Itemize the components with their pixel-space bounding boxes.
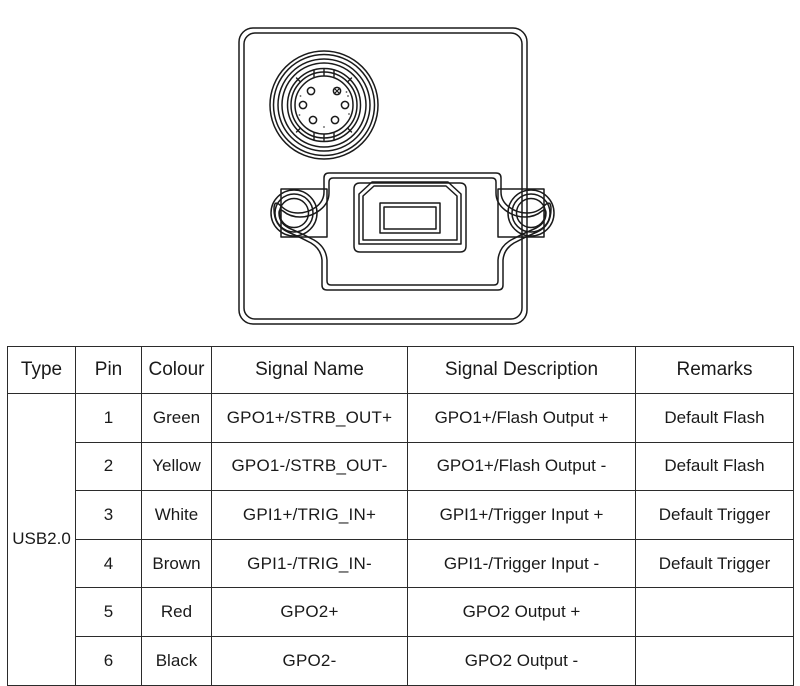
header-signal-name: Signal Name bbox=[211, 346, 408, 394]
table-header-row: Type Pin Colour Signal Name Signal Descr… bbox=[7, 346, 794, 394]
connector-pin-5 bbox=[298, 100, 308, 110]
table-row: USB2.0 1 Green GPO1+/STRB_OUT+ GPO1+/Fla… bbox=[7, 393, 794, 686]
circular-connector bbox=[269, 50, 379, 160]
table-row: 6 Black GPO2- GPO2 Output - bbox=[8, 635, 794, 686]
usb-bracket bbox=[270, 172, 555, 291]
cell-remarks: Default Flash bbox=[635, 393, 794, 443]
cell-signal-name: GPO1-/STRB_OUT- bbox=[211, 441, 408, 492]
cell-colour: Red bbox=[141, 587, 212, 637]
header-type: Type bbox=[7, 346, 76, 394]
cell-signal-description: GPI1+/Trigger Input + bbox=[407, 490, 636, 540]
cell-signal-description: GPO2 Output - bbox=[407, 635, 636, 686]
cell-colour: Green bbox=[141, 393, 212, 443]
cell-remarks bbox=[635, 587, 794, 637]
camera-body-outline bbox=[238, 27, 528, 325]
camera-rear-panel-diagram bbox=[0, 0, 800, 340]
table-row: 5 Red GPO2+ GPO2 Output + bbox=[8, 587, 794, 637]
connector-pins bbox=[298, 86, 350, 125]
connector-pin-6 bbox=[308, 115, 318, 125]
cell-remarks: Default Flash bbox=[635, 441, 794, 492]
cell-signal-description: GPO1+/Flash Output + bbox=[407, 393, 636, 443]
cell-colour: Yellow bbox=[141, 441, 212, 492]
usb-type-b-port bbox=[353, 181, 467, 253]
cell-signal-name: GPO2- bbox=[211, 635, 408, 686]
table-row: 2 Yellow GPO1-/STRB_OUT- GPO1+/Flash Out… bbox=[8, 441, 794, 492]
pinout-table-container: Type Pin Colour Signal Name Signal Descr… bbox=[7, 346, 794, 686]
cell-signal-description: GPI1-/Trigger Input - bbox=[407, 538, 636, 589]
cell-signal-name: GPI1-/TRIG_IN- bbox=[211, 538, 408, 589]
cell-signal-description: GPO2 Output + bbox=[407, 587, 636, 637]
cell-colour: White bbox=[141, 490, 212, 540]
connector-key-notches bbox=[295, 68, 353, 142]
connector-pin-3 bbox=[330, 115, 340, 125]
cell-pin: 3 bbox=[75, 490, 142, 540]
screw-hole-right bbox=[497, 188, 555, 238]
cell-colour: Black bbox=[141, 635, 212, 686]
screw-hole-left bbox=[270, 188, 328, 238]
cell-pin: 6 bbox=[75, 635, 142, 686]
header-colour: Colour bbox=[141, 346, 212, 394]
connector-pin-4 bbox=[306, 86, 316, 96]
header-pin: Pin bbox=[75, 346, 142, 394]
table-row: 4 Brown GPI1-/TRIG_IN- GPI1-/Trigger Inp… bbox=[8, 538, 794, 589]
connector-pin-2 bbox=[340, 100, 350, 110]
table-row: 3 White GPI1+/TRIG_IN+ GPI1+/Trigger Inp… bbox=[8, 490, 794, 540]
cell-pin: 2 bbox=[75, 441, 142, 492]
connector-pin-1 bbox=[332, 86, 342, 96]
header-signal-description: Signal Description bbox=[407, 346, 636, 394]
cell-signal-name: GPO2+ bbox=[211, 587, 408, 637]
cell-pin: 1 bbox=[75, 393, 142, 443]
header-remarks: Remarks bbox=[635, 346, 794, 394]
cell-type-usb2: USB2.0 bbox=[7, 393, 76, 686]
cell-pin: 5 bbox=[75, 587, 142, 637]
cell-remarks: Default Trigger bbox=[635, 538, 794, 589]
cell-remarks bbox=[635, 635, 794, 686]
cell-remarks: Default Trigger bbox=[635, 490, 794, 540]
cell-signal-name: GPI1+/TRIG_IN+ bbox=[211, 490, 408, 540]
cell-pin: 4 bbox=[75, 538, 142, 589]
cell-signal-description: GPO1+/Flash Output - bbox=[407, 441, 636, 492]
usb2-pinout-table: Type Pin Colour Signal Name Signal Descr… bbox=[7, 346, 794, 686]
cell-signal-name: GPO1+/STRB_OUT+ bbox=[211, 393, 408, 443]
cell-colour: Brown bbox=[141, 538, 212, 589]
